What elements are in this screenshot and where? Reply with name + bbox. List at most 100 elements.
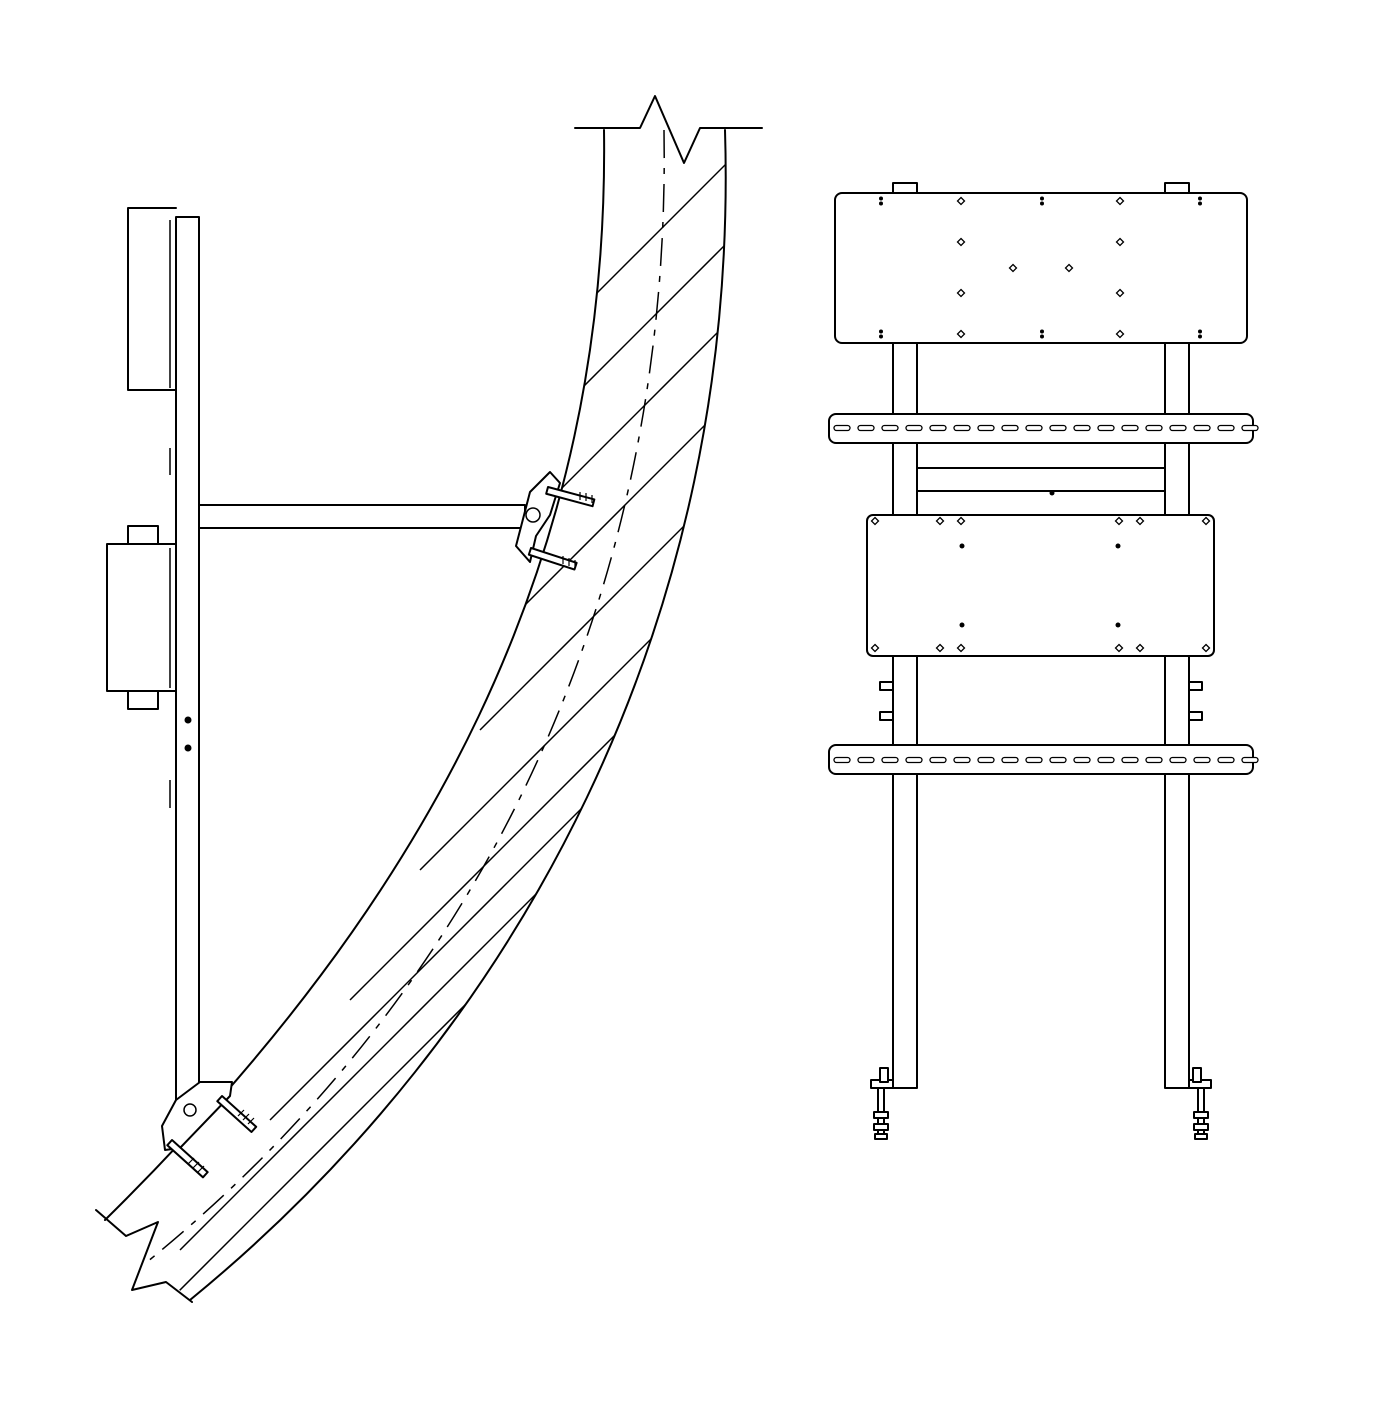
panel-hole (1135, 516, 1145, 526)
panel-hole (1135, 643, 1145, 653)
panel-hole (1115, 288, 1125, 298)
panel-hole (956, 516, 966, 526)
band-slot (833, 756, 851, 764)
panel-bolt (1115, 543, 1121, 549)
band-slot (1097, 424, 1115, 432)
band-slot (905, 756, 923, 764)
vertical-post (169, 216, 200, 1108)
band-slot (1169, 756, 1187, 764)
panel-hole (1114, 516, 1124, 526)
panel-hole (870, 643, 880, 653)
panel-hole (935, 516, 945, 526)
panel-hole (1115, 237, 1125, 247)
foot-clamp-right (1188, 1067, 1212, 1140)
panel-bolt (1198, 201, 1202, 206)
band-slot (1121, 424, 1139, 432)
lower-u-bolt (166, 1095, 258, 1179)
bottom-panel-holes (870, 516, 1211, 653)
panel-bolt (1198, 329, 1202, 334)
panel-hole (870, 516, 880, 526)
bottom-sign-panel (866, 514, 1215, 657)
panel-bolt (1198, 196, 1202, 201)
band-slot (1145, 424, 1163, 432)
lower-clamp (161, 1081, 258, 1179)
band-slot (1025, 424, 1043, 432)
top-stud (892, 182, 918, 194)
upper-u-bolt (527, 486, 596, 571)
band-slot (1193, 756, 1211, 764)
band-slot (1217, 424, 1235, 432)
panel-hole (956, 237, 966, 247)
band-slot (881, 756, 899, 764)
band-slot (833, 424, 851, 432)
upper-clamp (515, 471, 596, 571)
band-slot (1001, 756, 1019, 764)
panel-hole (1201, 516, 1211, 526)
top-sign-side (127, 207, 177, 391)
side-view (95, 95, 763, 1303)
panel-hole (1115, 196, 1125, 206)
band-slot (857, 424, 875, 432)
band-slot (1169, 424, 1187, 432)
band-slot (905, 424, 923, 432)
panel-hole (1064, 263, 1074, 273)
post-bolt (184, 716, 192, 724)
front-view (828, 182, 1259, 1140)
panel-bolt (879, 329, 883, 334)
band-slot (1241, 424, 1259, 432)
band-slot (977, 424, 995, 432)
panel-hole (1201, 643, 1211, 653)
band-slot (977, 756, 995, 764)
band-slot (857, 756, 875, 764)
band-slot (1025, 756, 1043, 764)
panel-bolt (1040, 329, 1044, 334)
panel-hole (956, 329, 966, 339)
upper-mounting-band (828, 413, 1259, 444)
top-panel-holes (879, 196, 1202, 339)
panel-hole (956, 288, 966, 298)
band-slots (833, 756, 1259, 764)
panel-bolt (1040, 201, 1044, 206)
top-stud (1164, 182, 1190, 194)
panel-bolt (1040, 196, 1044, 201)
panel-hole (956, 643, 966, 653)
band-slot (953, 756, 971, 764)
panel-bolt (1198, 334, 1202, 339)
panel-bolt (959, 622, 965, 628)
band-slot (1049, 424, 1067, 432)
panel-bolt (879, 201, 883, 206)
band-slot (953, 424, 971, 432)
cross-braces (916, 467, 1166, 496)
panel-bolt (879, 334, 883, 339)
band-slot (1241, 756, 1259, 764)
band-slot (1217, 756, 1235, 764)
band-slot (1001, 424, 1019, 432)
panel-bolt (1040, 334, 1044, 339)
band-slot (1073, 424, 1091, 432)
panel-bolt (959, 543, 965, 549)
panel-bolt (879, 196, 883, 201)
panel-hole (1008, 263, 1018, 273)
band-slot (1145, 756, 1163, 764)
band-slot (881, 424, 899, 432)
panel-hole (935, 643, 945, 653)
front-posts (892, 342, 1190, 1089)
bottom-sign-side (106, 525, 177, 710)
band-slot (1073, 756, 1091, 764)
post-side-bolts (879, 681, 1203, 721)
band-slot (1121, 756, 1139, 764)
band-slots (833, 424, 1259, 432)
lower-mounting-band (828, 744, 1259, 775)
standoff-arm (198, 504, 526, 529)
panel-hole (956, 196, 966, 206)
panel-bolt (1115, 622, 1121, 628)
post-bolt (184, 744, 192, 752)
band-slot (929, 424, 947, 432)
band-slot (929, 756, 947, 764)
foot-clamp-left (870, 1067, 894, 1140)
band-slot (1193, 424, 1211, 432)
panel-hole (1114, 643, 1124, 653)
panel-hole (1115, 329, 1125, 339)
top-sign-panel (834, 192, 1248, 344)
